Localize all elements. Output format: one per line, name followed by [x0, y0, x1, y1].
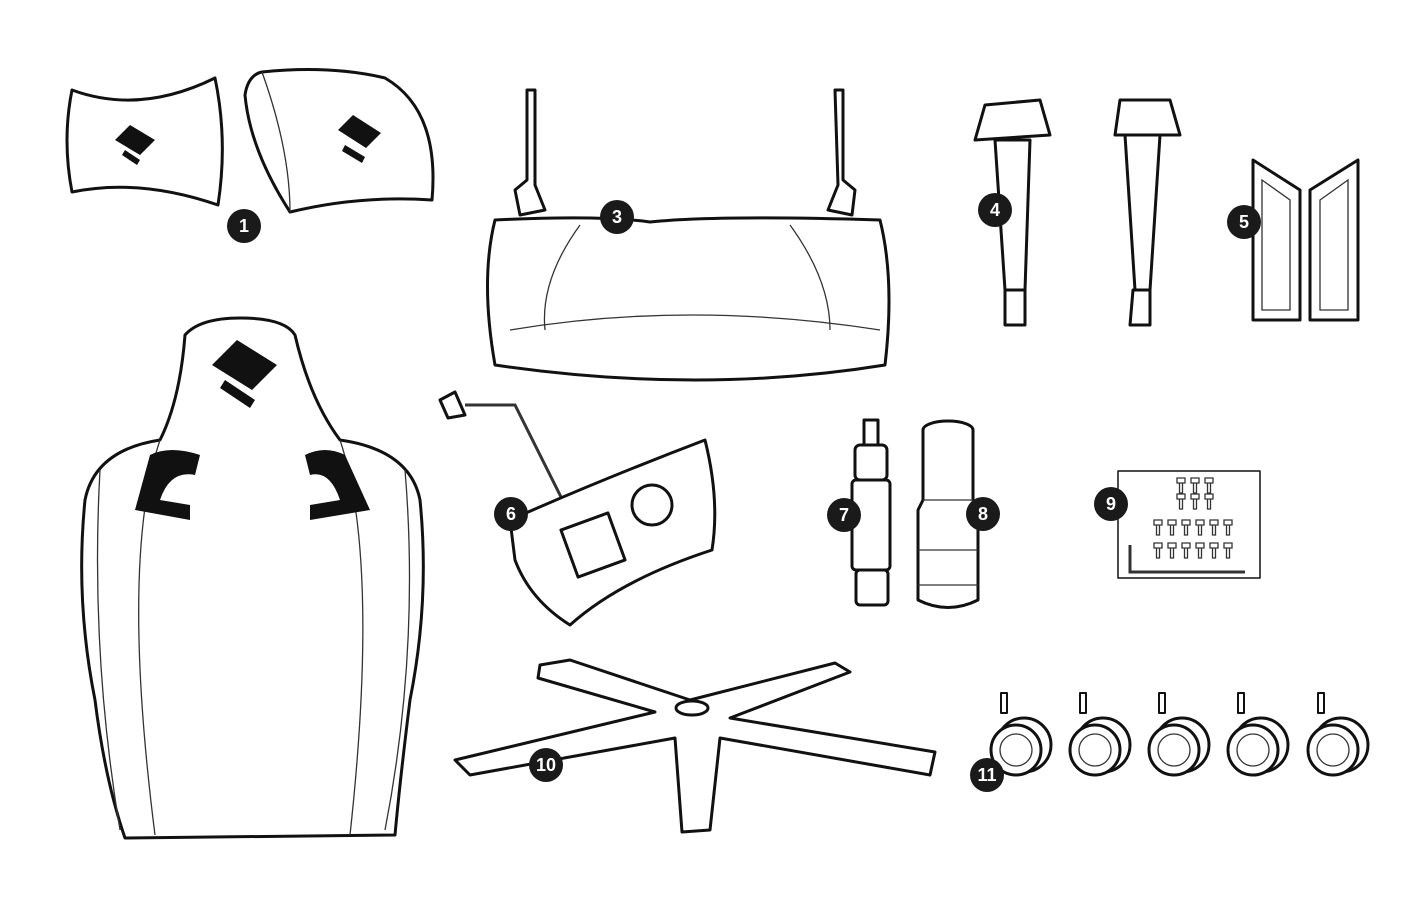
- caster-wheel: [989, 692, 1053, 777]
- part-badge-7: 7: [827, 498, 861, 532]
- screw-icon: [1176, 477, 1186, 494]
- screw-icon: [1223, 519, 1233, 536]
- part-badge-11: 11: [970, 758, 1004, 792]
- seat: [486, 88, 891, 382]
- gas-lift: [850, 418, 892, 607]
- screw-icon: [1195, 519, 1205, 536]
- screw-icon: [1181, 542, 1191, 559]
- part-badge-3: 3: [600, 200, 634, 234]
- caster-wheel: [1306, 692, 1370, 777]
- lumbar-pillow: [243, 68, 435, 214]
- head-pillow: [65, 76, 224, 207]
- part-badge-8: 8: [966, 497, 1000, 531]
- part-badge-10: 10: [529, 748, 563, 782]
- screw-icon: [1209, 519, 1219, 536]
- caster-wheel: [1068, 692, 1132, 777]
- part-badge-1: 1: [227, 209, 261, 243]
- part-badge-4: 4: [978, 193, 1012, 227]
- caster-wheel: [1226, 692, 1290, 777]
- casters: [989, 692, 1370, 777]
- screw-icon: [1190, 477, 1200, 494]
- part-badge-5: 5: [1227, 205, 1261, 239]
- screw-icon: [1153, 542, 1163, 559]
- screw-icon: [1204, 493, 1214, 510]
- chair-base: [453, 658, 937, 834]
- screw-icon: [1167, 519, 1177, 536]
- backrest: [80, 316, 425, 840]
- screw-icon: [1223, 542, 1233, 559]
- tilt-mechanism: [438, 390, 717, 627]
- screw-icon: [1204, 477, 1214, 494]
- screw-icon: [1167, 542, 1177, 559]
- screw-kit: [1117, 470, 1261, 579]
- armrests: [973, 98, 1182, 327]
- screw-icon: [1190, 493, 1200, 510]
- gas-lift-cover: [916, 419, 980, 609]
- part-badge-6: 6: [494, 497, 528, 531]
- caster-wheel: [1147, 692, 1211, 777]
- screw-icon: [1209, 542, 1219, 559]
- screw-icon: [1195, 542, 1205, 559]
- screw-icon: [1176, 493, 1186, 510]
- screw-icon: [1181, 519, 1191, 536]
- armrest-covers: [1251, 158, 1360, 322]
- part-badge-9: 9: [1094, 487, 1128, 521]
- screw-icon: [1153, 519, 1163, 536]
